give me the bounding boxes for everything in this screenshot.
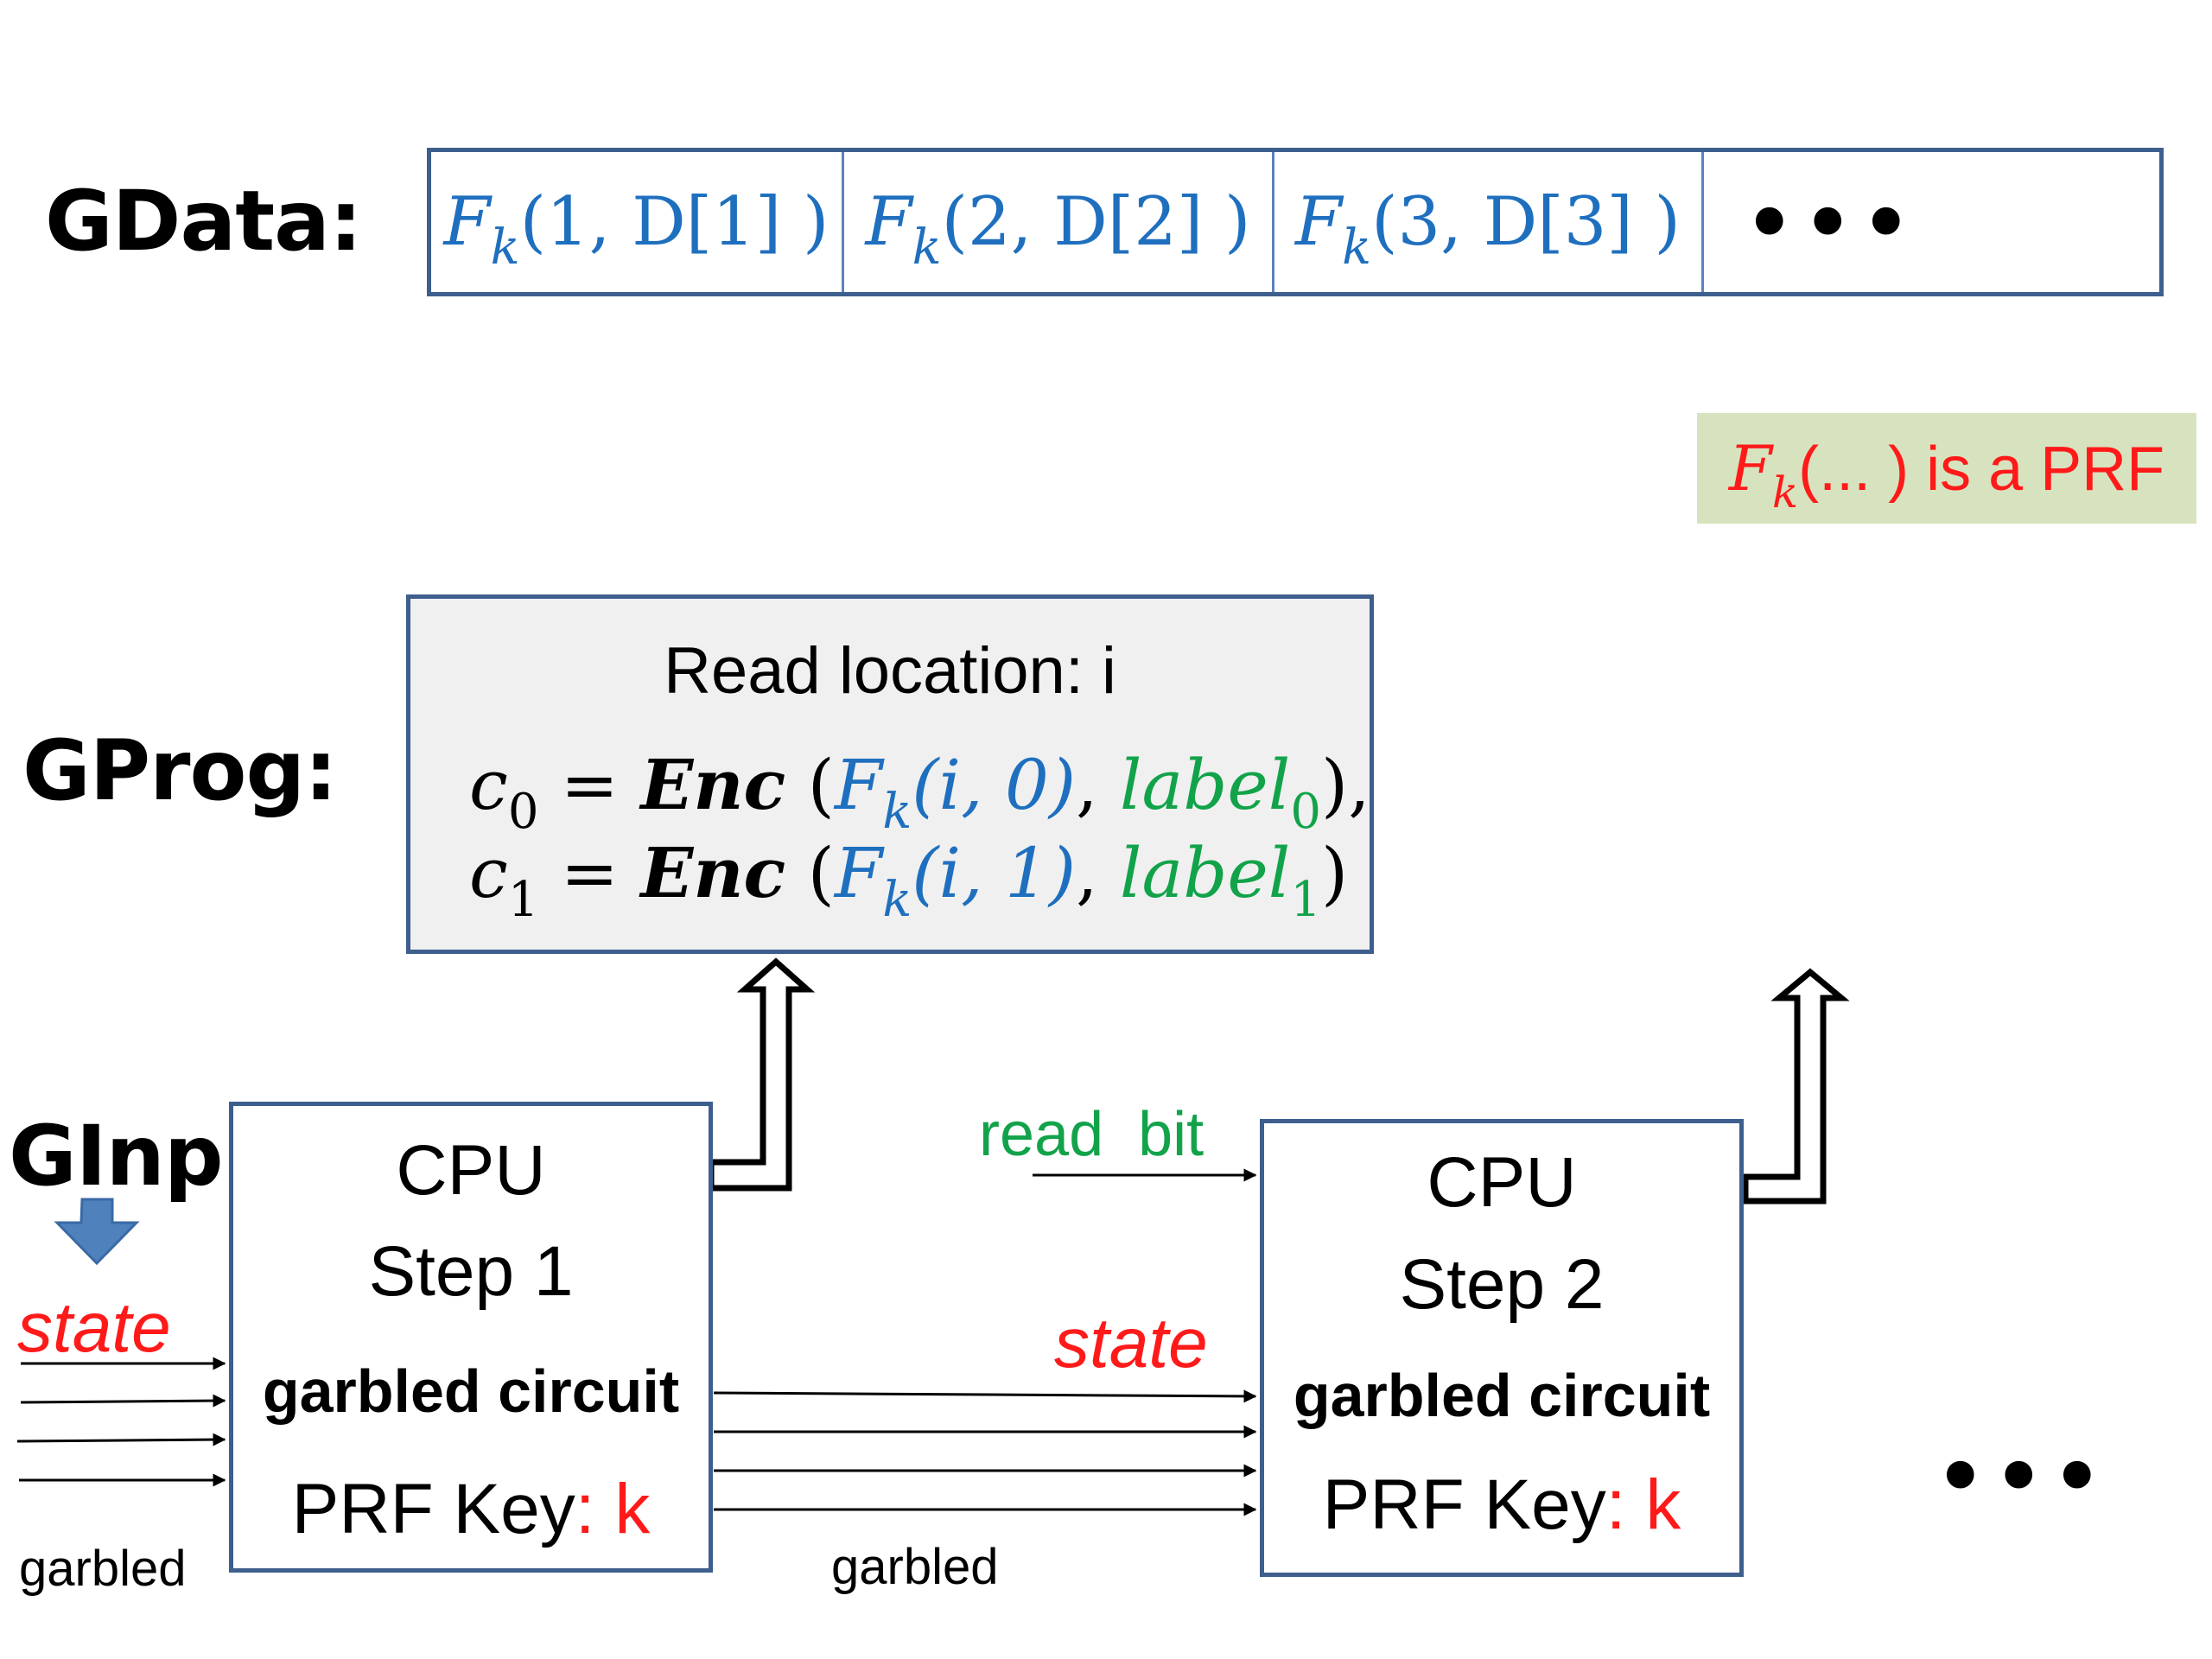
prf-symbol: F xyxy=(1295,183,1343,261)
eq-paren: ) xyxy=(1320,833,1349,913)
prf-key-subscript: k xyxy=(490,219,520,276)
eq-lhs: c xyxy=(469,745,508,825)
cpu-step-label: Step 2 xyxy=(1399,1245,1605,1324)
gdata-cell-2: Fk(2, D[2] ) xyxy=(844,152,1272,292)
state-wires xyxy=(713,1389,1257,1516)
eq-lhs-sub: 0 xyxy=(507,784,539,840)
prf-args: (1, D[1] ) xyxy=(519,183,830,261)
prf-args: (... ) xyxy=(1798,435,1910,504)
prf-note-text: is a PRF xyxy=(1909,435,2165,504)
eq-comma: , xyxy=(1076,833,1120,913)
enc-function: Enc xyxy=(640,832,786,913)
input-wires xyxy=(16,1357,226,1487)
eq-lhs-sub: 1 xyxy=(507,872,539,928)
prf-symbol: F xyxy=(834,833,883,913)
prf-key-line: PRF Key: k xyxy=(233,1469,709,1550)
cpu-title: CPU xyxy=(396,1131,546,1210)
ellipsis-icon: ••• xyxy=(1745,178,1920,269)
prf-args: (3, D[3] ) xyxy=(1371,183,1681,261)
prf-key-subscript: k xyxy=(1342,219,1372,276)
prf-symbol: F xyxy=(834,745,883,825)
cell-divider xyxy=(1272,152,1274,292)
label-symbol: label xyxy=(1119,833,1291,913)
prf-key-value: k xyxy=(1645,1465,1681,1544)
eq-paren: ( xyxy=(785,745,835,825)
equation-c0: c0 = Enc (Fk(i, 0), label0), xyxy=(469,744,1370,836)
eq-paren: ( xyxy=(785,833,835,913)
prf-key-value: k xyxy=(614,1470,651,1548)
ginp-down-arrow-icon xyxy=(54,1198,140,1266)
eq-sign: = xyxy=(538,833,641,913)
garbled-circuit-label: garbled circuit xyxy=(1293,1362,1711,1429)
cpu-title: CPU xyxy=(1427,1143,1577,1222)
garbled-circuit-label: garbled circuit xyxy=(262,1357,680,1425)
input-wire xyxy=(16,1433,226,1446)
prf-key-colon: : xyxy=(1605,1465,1646,1544)
label-subscript: 1 xyxy=(1290,872,1321,928)
prf-key-label: PRF Key xyxy=(1322,1465,1606,1544)
eq-paren: ), xyxy=(1320,745,1370,825)
read-bit-label: read bit xyxy=(979,1100,1205,1169)
ginp-label: GInp xyxy=(9,1108,224,1205)
state-label-between: state xyxy=(1054,1304,1208,1382)
ellipsis-icon: ••• xyxy=(1936,1432,2111,1522)
gdata-label: GData: xyxy=(45,173,362,270)
prf-key-subscript: k xyxy=(912,219,942,276)
prf-key-subscript: k xyxy=(882,784,912,840)
equation-c1: c1 = Enc (Fk(i, 1), label1) xyxy=(469,832,1349,925)
garbled-label-between: garbled xyxy=(831,1539,999,1595)
cpu-step-label: Step 1 xyxy=(368,1232,574,1311)
gprog-box: Read location: i c0 = Enc (Fk(i, 0), lab… xyxy=(406,594,1374,954)
gdata-cell-more: ••• xyxy=(1745,152,1917,292)
read-location-title: Read location: i xyxy=(664,634,1116,708)
eq-comma: , xyxy=(1076,745,1120,825)
garbled-label-input: garbled xyxy=(19,1541,187,1597)
prf-symbol: F xyxy=(443,183,491,261)
cpu-step-2-box: CPU Step 2 garbled circuit PRF Key: k xyxy=(1260,1119,1744,1577)
prf-key-subscript: k xyxy=(882,872,912,928)
prf-key-label: PRF Key xyxy=(291,1470,575,1548)
prf-key-line: PRF Key: k xyxy=(1264,1465,1739,1546)
prf-key-colon: : xyxy=(575,1470,615,1548)
state-label-input: state xyxy=(17,1288,171,1367)
eq-lhs: c xyxy=(469,833,508,913)
state-wire xyxy=(713,1389,1257,1403)
input-wire xyxy=(20,1394,226,1408)
gdata-strip: Fk(1, D[1] ) Fk(2, D[2] ) Fk(3, D[3] ) •… xyxy=(427,148,2164,296)
label-subscript: 0 xyxy=(1290,784,1321,840)
prf-symbol: F xyxy=(1728,432,1772,505)
cell-divider xyxy=(842,152,844,292)
cell-divider xyxy=(1701,152,1704,292)
cpu-step-1-box: CPU Step 1 garbled circuit PRF Key: k xyxy=(229,1102,713,1573)
next-output-arrow-icon xyxy=(1742,968,1850,1205)
prf-args: (i, 1) xyxy=(912,833,1077,913)
prf-args: (2, D[2] ) xyxy=(941,183,1251,261)
prf-args: (i, 0) xyxy=(912,745,1077,825)
label-symbol: label xyxy=(1119,745,1291,825)
prf-symbol: F xyxy=(865,183,912,261)
prf-note: Fk(... ) is a PRF xyxy=(1697,413,2196,524)
prf-key-subscript: k xyxy=(1771,467,1799,518)
eq-sign: = xyxy=(538,745,641,825)
gdata-cell-3: Fk(3, D[3] ) xyxy=(1274,152,1701,292)
gdata-cell-1: Fk(1, D[1] ) xyxy=(431,152,842,292)
enc-function: Enc xyxy=(640,744,786,825)
gprog-output-arrow-icon xyxy=(708,957,816,1192)
gprog-label: GProg: xyxy=(22,722,338,819)
